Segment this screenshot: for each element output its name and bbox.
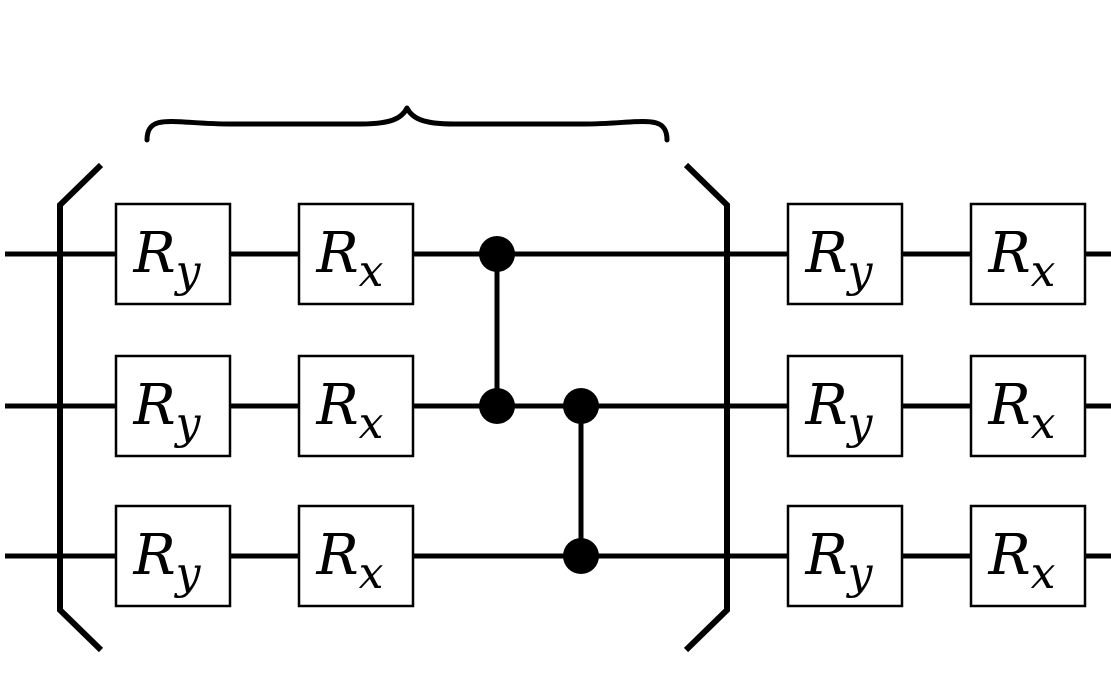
gate-rx-q0: Rx <box>969 202 1087 306</box>
gate-symbol: R <box>804 373 847 438</box>
gate-subscript: y <box>846 246 874 297</box>
gate-subscript: x <box>1031 548 1056 599</box>
gate-box <box>297 202 415 306</box>
gate-subscript: x <box>359 548 384 599</box>
gate-symbol: R <box>988 523 1031 588</box>
gate-box <box>114 202 232 306</box>
gate-rx-q2: Rx <box>969 504 1087 608</box>
layer-overbrace <box>144 105 670 143</box>
gate-ry-q1: Ry <box>786 354 904 458</box>
gate-symbol: R <box>132 523 175 588</box>
gate-symbol: R <box>988 221 1031 286</box>
gate-label: Ry <box>132 221 201 297</box>
gate-symbol: R <box>804 221 847 286</box>
gate-label: Ry <box>132 523 201 599</box>
gate-label: Rx <box>988 523 1056 599</box>
gate-symbol: R <box>804 523 847 588</box>
gate-label: Rx <box>988 373 1056 449</box>
gate-ry-q0: Ry <box>114 202 232 306</box>
gate-rx-q0: Rx <box>297 202 415 306</box>
left-bracket <box>57 162 104 653</box>
gate-symbol: R <box>316 523 359 588</box>
gate-symbol: R <box>988 373 1031 438</box>
gate-box <box>114 354 232 458</box>
gate-box <box>786 354 904 458</box>
gate-subscript: x <box>359 246 384 297</box>
gate-label: Ry <box>804 221 873 297</box>
control-dot <box>479 236 515 272</box>
gate-box <box>969 202 1087 306</box>
gate-subscript: x <box>1031 246 1056 297</box>
layer-brackets <box>57 162 730 653</box>
gate-subscript: y <box>174 398 202 449</box>
gate-symbol: R <box>316 221 359 286</box>
gate-box <box>969 504 1087 608</box>
gate-label: Ry <box>804 373 873 449</box>
gate-box <box>297 354 415 458</box>
gate-ry-q2: Ry <box>786 504 904 608</box>
cz-gate-q1-q2 <box>563 388 599 574</box>
gate-label: Rx <box>316 523 384 599</box>
gate-ry-q0: Ry <box>786 202 904 306</box>
gate-subscript: y <box>174 246 202 297</box>
gate-symbol: R <box>132 221 175 286</box>
gate-symbol: R <box>132 373 175 438</box>
control-dot <box>563 388 599 424</box>
overbrace <box>144 105 670 143</box>
right-bracket <box>683 162 730 653</box>
gate-box <box>297 504 415 608</box>
entangling-gates <box>479 236 599 574</box>
gate-box <box>786 202 904 306</box>
gate-box <box>969 354 1087 458</box>
gate-ry-q1: Ry <box>114 354 232 458</box>
gate-subscript: x <box>1031 398 1056 449</box>
gate-subscript: y <box>846 548 874 599</box>
gate-subscript: y <box>174 548 202 599</box>
gate-box <box>114 504 232 608</box>
gate-rx-q1: Rx <box>297 354 415 458</box>
gate-label: Ry <box>132 373 201 449</box>
control-dot <box>563 538 599 574</box>
gate-label: Rx <box>316 373 384 449</box>
gate-rx-q1: Rx <box>969 354 1087 458</box>
gate-subscript: y <box>846 398 874 449</box>
gate-label: Rx <box>988 221 1056 297</box>
gate-label: Ry <box>804 523 873 599</box>
gate-rx-q2: Rx <box>297 504 415 608</box>
cz-gate-q0-q1 <box>479 236 515 424</box>
gate-ry-q2: Ry <box>114 504 232 608</box>
control-dot <box>479 388 515 424</box>
gate-symbol: R <box>316 373 359 438</box>
gate-box <box>786 504 904 608</box>
gate-label: Rx <box>316 221 384 297</box>
gate-subscript: x <box>359 398 384 449</box>
